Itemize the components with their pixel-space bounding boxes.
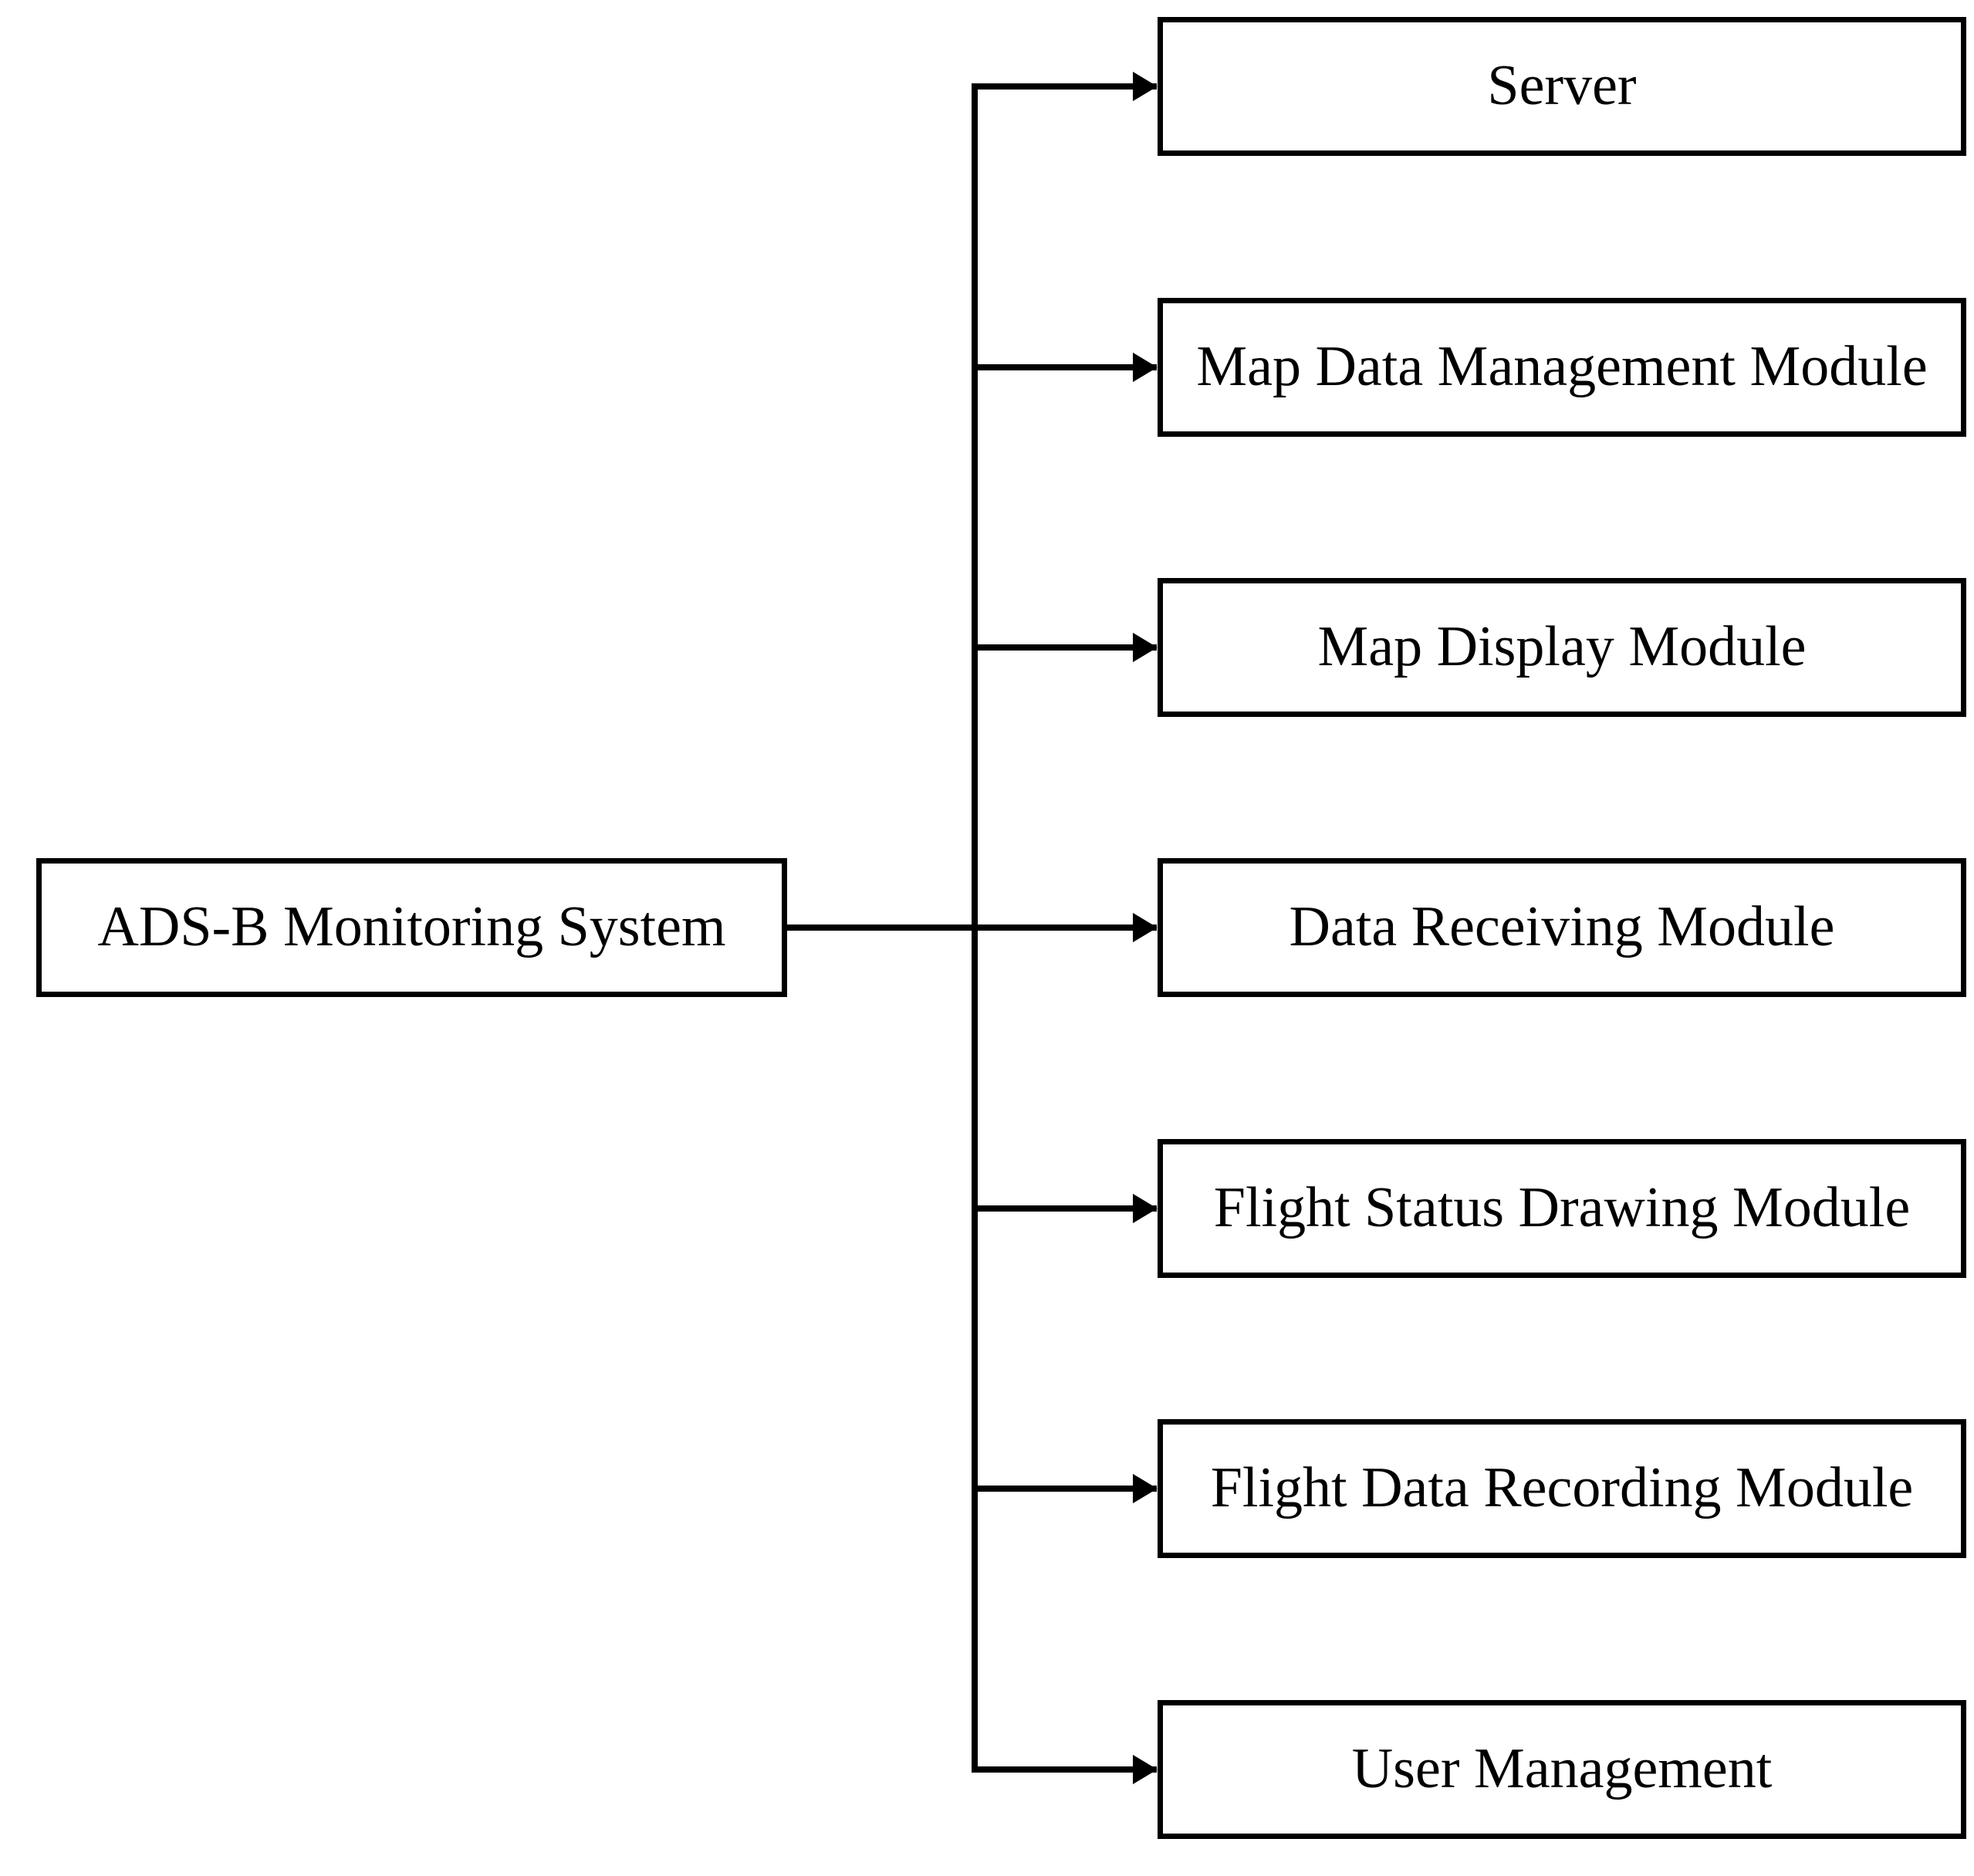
node-data-receiving-module: Data Receiving Module xyxy=(1158,858,1966,997)
node-label: ADS-B Monitoring System xyxy=(97,895,726,959)
node-map-data-management-module: Map Data Management Module xyxy=(1158,298,1966,437)
node-label: Map Data Management Module xyxy=(1196,335,1928,399)
node-label: Flight Status Drawing Module xyxy=(1213,1176,1911,1240)
node-label: Flight Data Recording Module xyxy=(1210,1456,1914,1520)
node-ads-b-monitoring-system: ADS-B Monitoring System xyxy=(36,858,787,997)
node-flight-status-drawing-module: Flight Status Drawing Module xyxy=(1158,1139,1966,1278)
node-user-management: User Management xyxy=(1158,1700,1966,1839)
node-flight-data-recording-module: Flight Data Recording Module xyxy=(1158,1419,1966,1558)
node-map-display-module: Map Display Module xyxy=(1158,578,1966,717)
node-label: Data Receiving Module xyxy=(1289,895,1835,959)
node-label: Server xyxy=(1487,54,1637,118)
node-label: User Management xyxy=(1351,1737,1773,1801)
node-label: Map Display Module xyxy=(1317,615,1807,679)
node-server: Server xyxy=(1158,17,1966,156)
